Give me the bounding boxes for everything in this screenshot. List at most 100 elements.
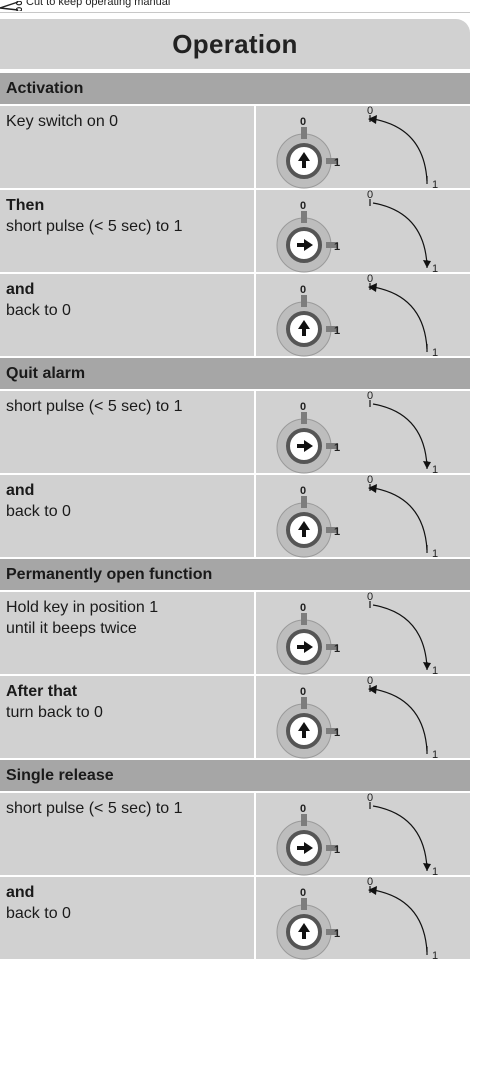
turn-label-0: 0 (367, 391, 373, 402)
instruction-row: short pulse (< 5 sec) to 1 0 1 0 1 (0, 793, 470, 877)
section-header: Quit alarm (0, 358, 470, 391)
instruction-cell: Then short pulse (< 5 sec) to 1 (0, 190, 256, 272)
key-label-0: 0 (300, 602, 306, 614)
key-label-0: 0 (300, 803, 306, 815)
key-switch-notch-right (326, 158, 338, 164)
key-switch-notch-top (301, 814, 307, 826)
turn-arc (372, 805, 428, 869)
key-switch-notch-right (326, 527, 338, 533)
instruction-text: Key switch on 0 (6, 113, 119, 130)
key-switch-notch-right (326, 728, 338, 734)
cut-line (0, 12, 470, 13)
instruction-cell: and back to 0 (0, 274, 256, 356)
turn-label-1: 1 (432, 950, 438, 961)
key-label-1: 1 (334, 643, 340, 655)
instruction-step-label: and (6, 281, 35, 298)
cut-instruction-text: Cut to keep operating manual (26, 0, 171, 8)
instruction-cell: short pulse (< 5 sec) to 1 (0, 793, 256, 875)
key-switch-notch-top (301, 898, 307, 910)
key-switch-illustration: 0 1 0 1 (256, 877, 470, 961)
key-switch-notch-right (326, 242, 338, 248)
key-label-0: 0 (300, 686, 306, 698)
turn-label-0: 0 (367, 475, 373, 486)
turn-label-0: 0 (367, 190, 373, 201)
instruction-text: short pulse (< 5 sec) to 1 (6, 218, 183, 235)
key-switch-notch-top (301, 412, 307, 424)
turn-label-1: 1 (432, 179, 438, 190)
key-label-1: 1 (334, 928, 340, 940)
instruction-cell: After that turn back to 0 (0, 676, 256, 758)
turn-label-1: 1 (432, 464, 438, 475)
turn-label-0: 0 (367, 877, 373, 888)
section-header: Activation (0, 73, 470, 106)
instruction-text: Hold key in position 1 until it beeps tw… (6, 599, 159, 637)
key-label-1: 1 (334, 844, 340, 856)
key-label-1: 1 (334, 442, 340, 454)
key-switch-notch-top (301, 127, 307, 139)
instruction-cell: Key switch on 0 (0, 106, 256, 188)
key-switch-position-1-icon: 0 1 0 1 (276, 391, 438, 475)
turn-label-0: 0 (367, 106, 373, 117)
key-label-1: 1 (334, 727, 340, 739)
key-switch-notch-top (301, 697, 307, 709)
key-label-0: 0 (300, 887, 306, 899)
key-switch-notch-right (326, 443, 338, 449)
turn-label-1: 1 (432, 749, 438, 760)
key-label-0: 0 (300, 284, 306, 296)
turn-label-0: 0 (367, 592, 373, 603)
turn-arc (372, 604, 428, 668)
turn-arc (372, 286, 428, 350)
instruction-step-label: After that (6, 683, 78, 700)
turn-arc (372, 403, 428, 467)
instruction-cell: and back to 0 (0, 877, 256, 959)
turn-label-1: 1 (432, 665, 438, 676)
scissors-icon (0, 1, 22, 11)
key-switch-position-1-icon: 0 1 0 1 (276, 793, 438, 877)
turn-label-1: 1 (432, 548, 438, 559)
section-header: Single release (0, 760, 470, 793)
turn-arc (372, 118, 428, 182)
key-switch-notch-top (301, 295, 307, 307)
key-label-1: 1 (334, 157, 340, 169)
instruction-text: turn back to 0 (6, 704, 103, 721)
instruction-row: Hold key in position 1 until it beeps tw… (0, 592, 470, 676)
key-label-0: 0 (300, 401, 306, 413)
key-switch-position-0-icon: 0 1 0 1 (276, 877, 438, 961)
key-switch-illustration: 0 1 0 1 (256, 793, 470, 877)
key-switch-illustration: 0 1 0 1 (256, 592, 470, 676)
instruction-step-label: Then (6, 197, 45, 214)
page-title: Operation (172, 28, 298, 59)
instruction-step-label: and (6, 884, 35, 901)
turn-label-1: 1 (432, 263, 438, 274)
turn-arc (372, 202, 428, 266)
key-switch-illustration: 0 1 0 1 (256, 391, 470, 475)
turn-arc (372, 889, 428, 953)
turn-label-1: 1 (432, 866, 438, 877)
key-switch-position-1-icon: 0 1 0 1 (276, 592, 438, 676)
instruction-text: short pulse (< 5 sec) to 1 (6, 800, 183, 817)
key-switch-notch-right (326, 845, 338, 851)
instruction-text: back to 0 (6, 905, 71, 922)
turn-label-0: 0 (367, 793, 373, 804)
turn-label-1: 1 (432, 347, 438, 358)
key-label-0: 0 (300, 485, 306, 497)
key-switch-notch-right (326, 644, 338, 650)
instruction-text: back to 0 (6, 302, 71, 319)
instruction-text: back to 0 (6, 503, 71, 520)
turn-arc (372, 487, 428, 551)
key-switch-notch-right (326, 929, 338, 935)
